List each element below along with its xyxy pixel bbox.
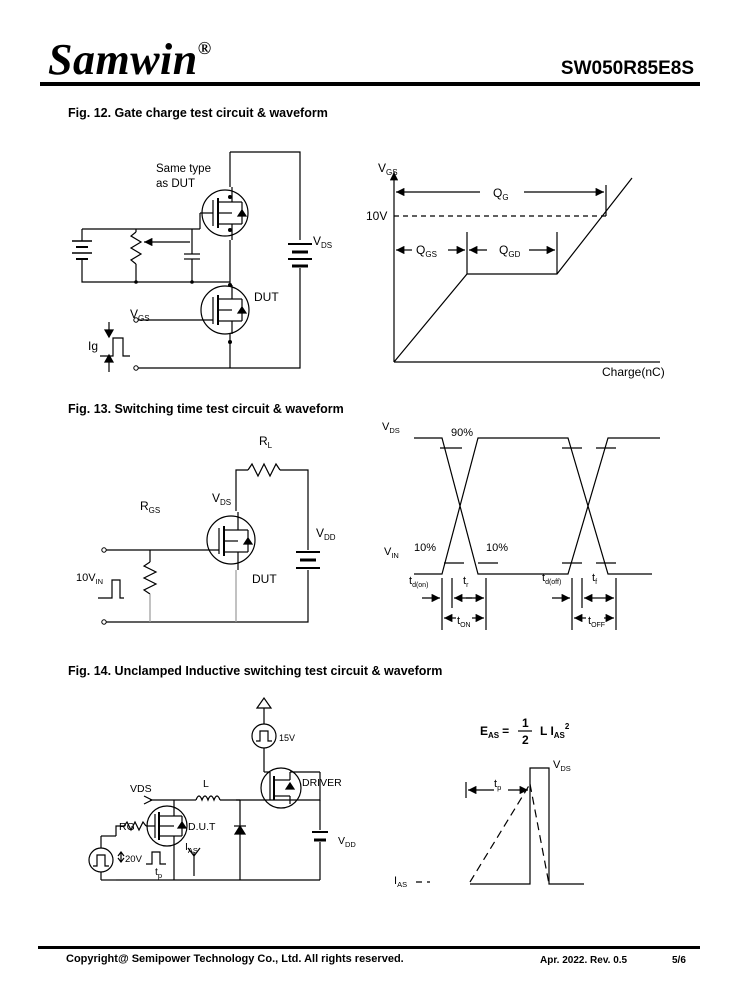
fig14-vdd: VDD bbox=[338, 835, 356, 849]
fig13-vdd: VDD bbox=[316, 526, 336, 542]
fig12-mosfet-dut bbox=[135, 285, 250, 335]
fig12-waveform bbox=[389, 172, 660, 363]
fig13-title: Fig. 13. Switching time test circuit & w… bbox=[68, 402, 344, 416]
fig12-nodes bbox=[133, 195, 232, 371]
fig14-dut: D.U.T bbox=[188, 821, 216, 833]
fig13-waveform bbox=[414, 437, 660, 630]
fig12-dut-label: DUT bbox=[254, 290, 279, 304]
fig14-eq-den: 2 bbox=[522, 733, 529, 747]
fig12-mosfet-upper bbox=[199, 187, 249, 240]
fig14-l: L bbox=[203, 778, 209, 790]
fig13-nodes bbox=[101, 547, 107, 625]
footer-date-rev: Apr. 2022. Rev. 0.5 bbox=[540, 955, 628, 966]
fig14-15v: 15V bbox=[279, 733, 295, 743]
fig14-title: Fig. 14. Unclamped Inductive switching t… bbox=[68, 664, 443, 678]
fig14-eq-rhs: L IAS2 bbox=[540, 722, 570, 740]
fig14-wf-vds: VDS bbox=[553, 759, 571, 773]
fig13-tf: tf bbox=[592, 572, 597, 586]
fig14-circuit bbox=[88, 696, 328, 881]
fig14-eq-num: 1 bbox=[522, 716, 529, 730]
fig13-circuit bbox=[98, 462, 320, 623]
fig12-as-dut: as DUT bbox=[156, 178, 195, 190]
fig14-vds: VDS bbox=[130, 783, 152, 795]
fig13-rl: RL bbox=[259, 434, 273, 450]
fig13-10pct-b: 10% bbox=[486, 542, 508, 554]
fig12-battery-vds bbox=[288, 243, 312, 268]
footer-page: 5/6 bbox=[672, 955, 686, 966]
fig14-rg: RG bbox=[119, 821, 135, 833]
fig12-qgs: QGS bbox=[416, 243, 437, 259]
header-rule bbox=[40, 82, 700, 86]
fig13-vds: VDS bbox=[212, 491, 231, 507]
fig14-wf-ias: IAS bbox=[394, 875, 407, 889]
fig12-10v: 10V bbox=[366, 209, 387, 223]
fig13-wf-vds: VDS bbox=[382, 421, 400, 435]
fig12-vds-label: VDS bbox=[313, 234, 332, 250]
part-number: SW050R85E8S bbox=[560, 58, 694, 79]
fig13-10pct-a: 10% bbox=[414, 542, 436, 554]
fig12-qgd: QGD bbox=[499, 243, 521, 259]
fig14-wf-tp: tp bbox=[494, 778, 501, 792]
fig13-toff: tOFF bbox=[588, 615, 605, 629]
fig13-dut: DUT bbox=[252, 572, 277, 586]
footer-copyright: Copyright@ Semipower Technology Co., Ltd… bbox=[66, 953, 404, 965]
fig12-title: Fig. 12. Gate charge test circuit & wave… bbox=[68, 106, 328, 120]
fig14-waveform bbox=[416, 767, 584, 885]
fig12-circuit bbox=[72, 151, 312, 372]
fig12-ig-label: Ig bbox=[88, 339, 98, 353]
fig13-tr: tr bbox=[463, 575, 469, 589]
fig13-tdon: td(on) bbox=[409, 575, 428, 589]
fig14-20v: 20V bbox=[125, 854, 143, 865]
fig13-vin: 10VIN bbox=[76, 572, 103, 586]
fig13-90pct: 90% bbox=[451, 427, 473, 439]
fig12-wf-vgs: VGS bbox=[378, 161, 398, 177]
fig14-driver: DRIVER bbox=[302, 777, 342, 789]
fig13-wf-vin: VIN bbox=[384, 546, 399, 560]
fig12-charge: Charge(nC) bbox=[602, 365, 665, 379]
fig12-vgs-label: VGS bbox=[130, 307, 150, 323]
fig14-equation: EAS= bbox=[480, 724, 509, 740]
company-logo: Samwin® bbox=[48, 35, 212, 84]
fig14-tp: tp bbox=[155, 866, 162, 880]
fig13-ton: tON bbox=[457, 615, 471, 629]
fig12-qg: QG bbox=[493, 186, 509, 202]
fig13-tdoff: td(off) bbox=[542, 572, 561, 586]
fig13-rgs: RGS bbox=[140, 499, 160, 515]
footer-rule bbox=[38, 946, 700, 949]
fig12-same-type: Same type bbox=[156, 163, 211, 175]
fig14-ias: IAS bbox=[185, 841, 198, 855]
